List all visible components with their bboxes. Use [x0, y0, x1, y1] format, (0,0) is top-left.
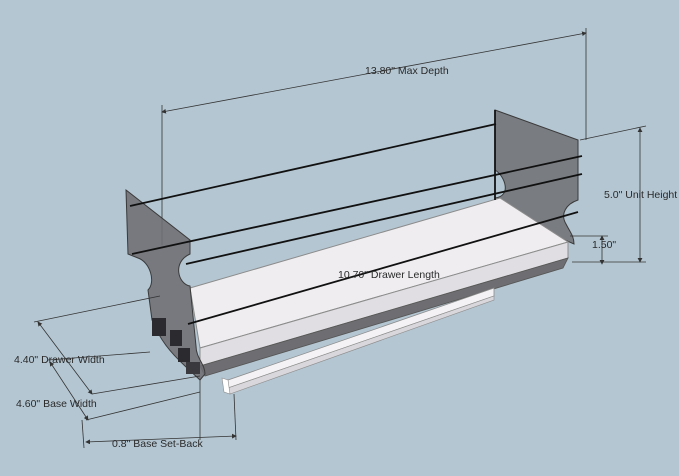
base-height-label: 1.50" — [592, 239, 616, 251]
front-panel — [125, 188, 206, 381]
base-height-dimension — [570, 235, 608, 265]
lower-rail — [187, 211, 579, 325]
top-rail — [129, 123, 497, 207]
drawer-length-label: 10.70" Drawer Length — [338, 269, 440, 281]
base-setback-label: 0.8" Base Set-Back — [112, 438, 203, 450]
drawer-tray — [189, 197, 570, 377]
base-rail-end — [221, 377, 231, 395]
middle-rail — [185, 173, 583, 265]
drawer-rails — [129, 110, 583, 325]
base-setback-dimension — [81, 380, 237, 449]
base-width-dimension — [47, 351, 201, 421]
drawer-width-label: 4.40" Drawer Width — [14, 354, 105, 366]
base-rail — [221, 287, 495, 395]
glide-mechanism — [152, 318, 200, 374]
base-width-label: 4.60" Base Width — [16, 398, 97, 410]
max-depth-label: 13.80" Max Depth — [365, 65, 449, 77]
unit-height-label: 5.0" Unit Height — [604, 189, 677, 201]
upper-rail — [131, 155, 583, 255]
unit-height-dimension — [572, 125, 647, 263]
